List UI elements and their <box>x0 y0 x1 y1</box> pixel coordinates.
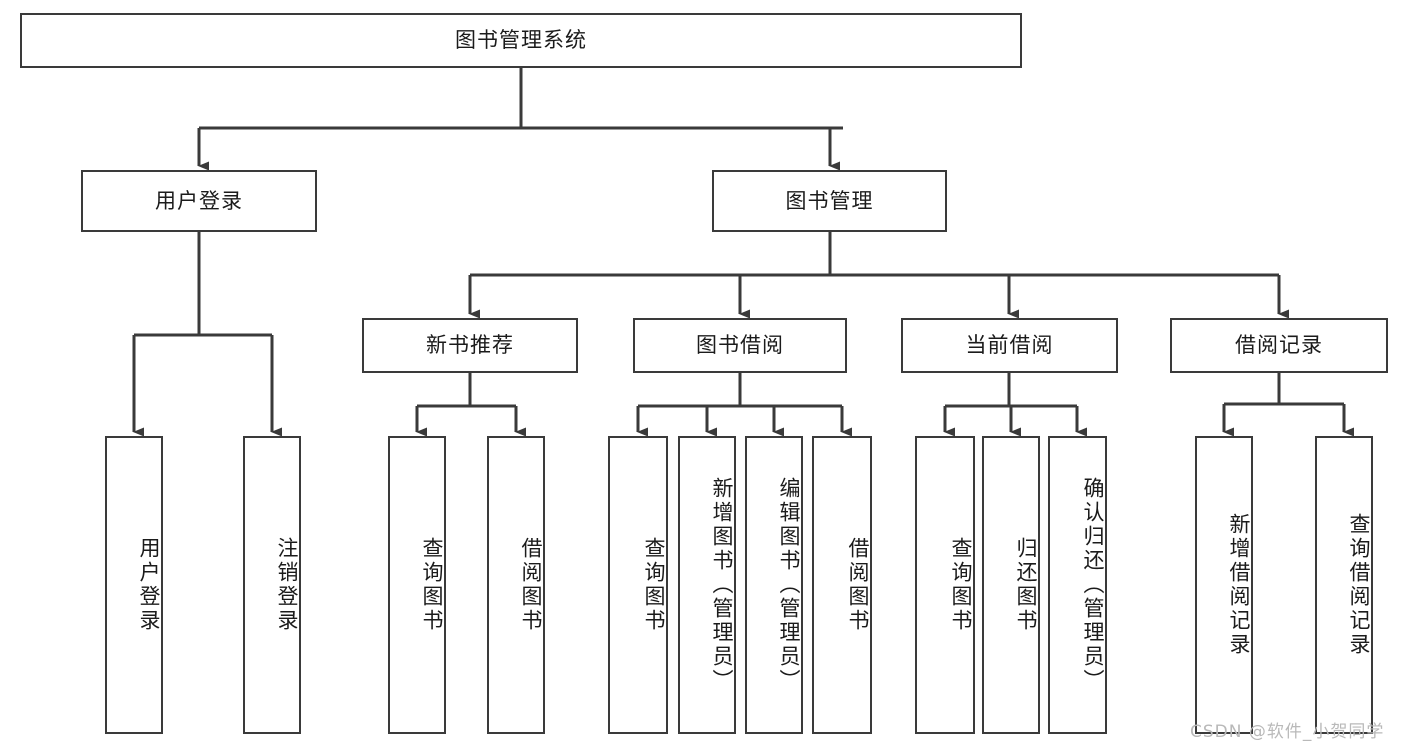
leaf-query-book-current-label: 查询图书 <box>949 537 973 633</box>
csdn-watermark: CSDN @软件_小贺同学 <box>1190 722 1385 742</box>
leaf-borrow-book[interactable]: 借阅图书 <box>812 436 872 734</box>
leaf-query-book-rec-label: 查询图书 <box>420 537 444 633</box>
node-book-borrow-label: 图书借阅 <box>696 333 784 358</box>
node-new-book-recommend[interactable]: 新书推荐 <box>362 318 578 373</box>
leaf-edit-book-admin[interactable]: 编辑图书（管理员） <box>745 436 803 734</box>
leaf-query-borrow-record[interactable]: 查询借阅记录 <box>1315 436 1373 734</box>
node-user-login-label: 用户登录 <box>155 188 243 213</box>
leaf-edit-book-admin-label: 编辑图书（管理员） <box>777 477 801 693</box>
leaf-query-book-borrow-label: 查询图书 <box>642 537 666 633</box>
leaf-query-borrow-record-label: 查询借阅记录 <box>1347 513 1371 657</box>
leaf-add-borrow-record[interactable]: 新增借阅记录 <box>1195 436 1253 734</box>
leaf-query-book-current[interactable]: 查询图书 <box>915 436 975 734</box>
node-user-login[interactable]: 用户登录 <box>81 170 317 232</box>
node-book-borrow[interactable]: 图书借阅 <box>633 318 847 373</box>
leaf-confirm-return-admin[interactable]: 确认归还（管理员） <box>1048 436 1107 734</box>
node-root-label: 图书管理系统 <box>455 28 587 53</box>
leaf-return-book-label: 归还图书 <box>1014 537 1038 633</box>
node-book-management-label: 图书管理 <box>785 188 874 213</box>
leaf-user-login-label: 用户登录 <box>137 537 161 633</box>
leaf-query-book-borrow[interactable]: 查询图书 <box>608 436 668 734</box>
node-borrow-record-label: 借阅记录 <box>1235 333 1323 358</box>
leaf-user-login[interactable]: 用户登录 <box>105 436 163 734</box>
leaf-logout-login-label: 注销登录 <box>275 537 299 633</box>
node-current-borrow[interactable]: 当前借阅 <box>901 318 1118 373</box>
node-root[interactable]: 图书管理系统 <box>20 13 1022 68</box>
node-current-borrow-label: 当前借阅 <box>965 333 1054 358</box>
leaf-add-borrow-record-label: 新增借阅记录 <box>1227 513 1251 657</box>
leaf-confirm-return-admin-label: 确认归还（管理员） <box>1081 477 1105 693</box>
leaf-borrow-book-rec-label: 借阅图书 <box>519 537 543 633</box>
leaf-borrow-book-label: 借阅图书 <box>846 537 870 633</box>
leaf-logout-login[interactable]: 注销登录 <box>243 436 301 734</box>
leaf-return-book[interactable]: 归还图书 <box>982 436 1040 734</box>
node-book-management[interactable]: 图书管理 <box>712 170 947 232</box>
leaf-add-book-admin[interactable]: 新增图书（管理员） <box>678 436 736 734</box>
node-borrow-record[interactable]: 借阅记录 <box>1170 318 1388 373</box>
leaf-query-book-rec[interactable]: 查询图书 <box>388 436 446 734</box>
leaf-borrow-book-rec[interactable]: 借阅图书 <box>487 436 545 734</box>
node-new-book-recommend-label: 新书推荐 <box>426 333 514 358</box>
leaf-add-book-admin-label: 新增图书（管理员） <box>710 477 734 693</box>
